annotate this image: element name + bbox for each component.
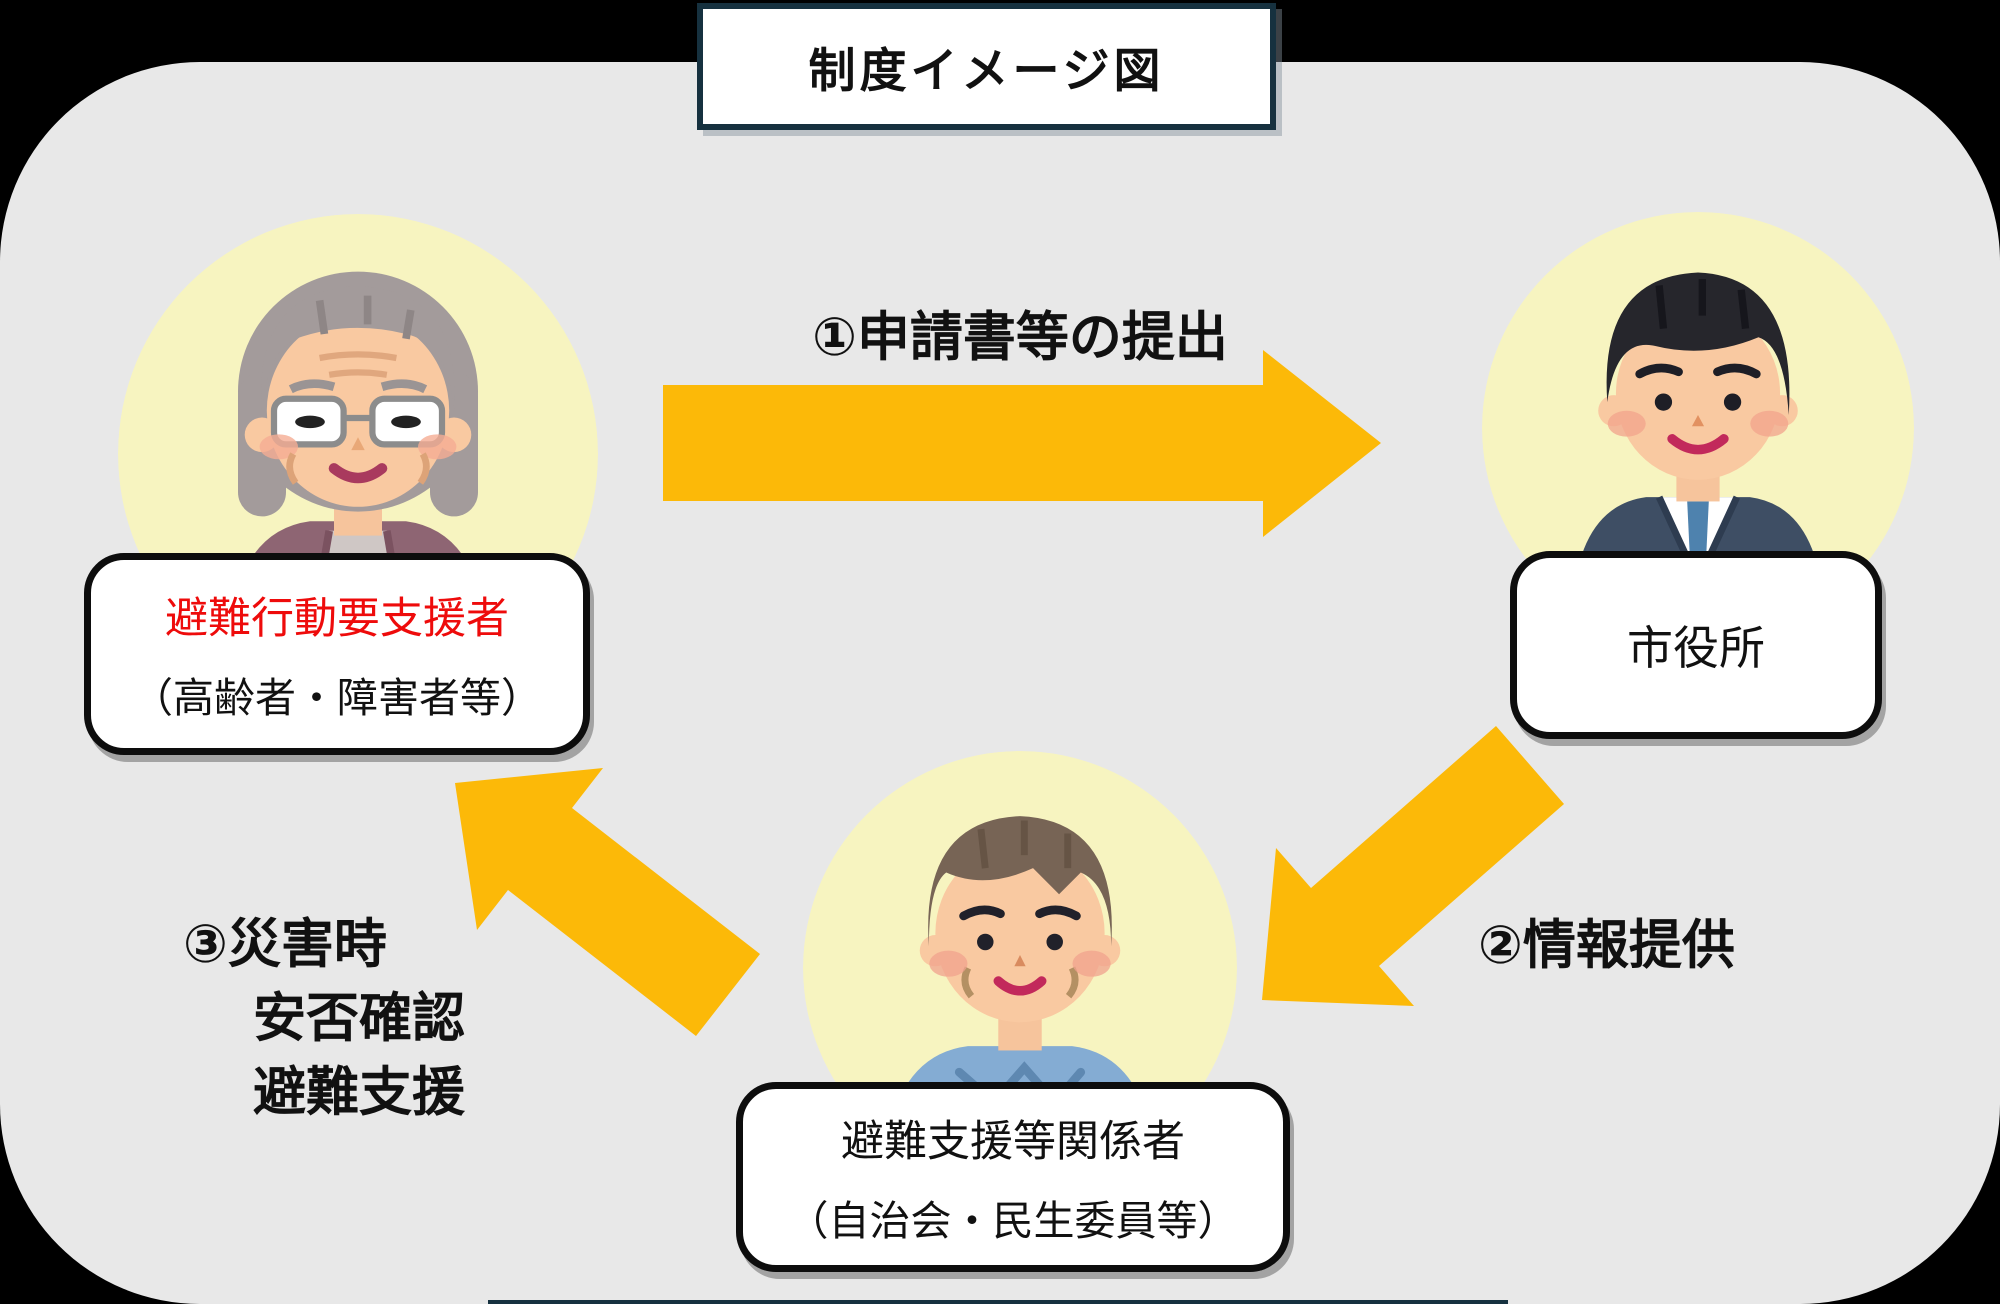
flow3-line1: ③災害時 (183, 915, 387, 974)
supporters-sub-label: （自治会・民生委員等） (787, 1198, 1239, 1244)
city-office-main-label: 市役所 (1627, 622, 1765, 674)
flow-label-disaster-support: ③災害時 安否確認 避難支援 (183, 908, 465, 1130)
office-worker-illustration (1482, 212, 1914, 644)
person-in-need-sub-label: （高齢者・障害者等） (132, 675, 542, 721)
flow3-line2: 安否確認 (253, 989, 465, 1048)
person-in-need-main-label: 避難行動要支援者 (165, 595, 509, 643)
label-person-in-need: 避難行動要支援者 （高齢者・障害者等） (84, 553, 590, 755)
flow-label-provide-information: ②情報提供 (1478, 916, 1735, 975)
diagram-title-box: 制度イメージ図 (697, 3, 1276, 130)
diagram-title: 制度イメージ図 (808, 44, 1165, 97)
supporters-main-label: 避難支援等関係者 (841, 1118, 1185, 1166)
label-city-office: 市役所 (1510, 551, 1882, 739)
label-supporters: 避難支援等関係者 （自治会・民生委員等） (736, 1082, 1290, 1272)
bottom-edge-line (488, 1300, 1508, 1304)
flow-label-submit-application: ①申請書等の提出 (812, 308, 1228, 367)
flow3-line3: 避難支援 (253, 1063, 465, 1122)
